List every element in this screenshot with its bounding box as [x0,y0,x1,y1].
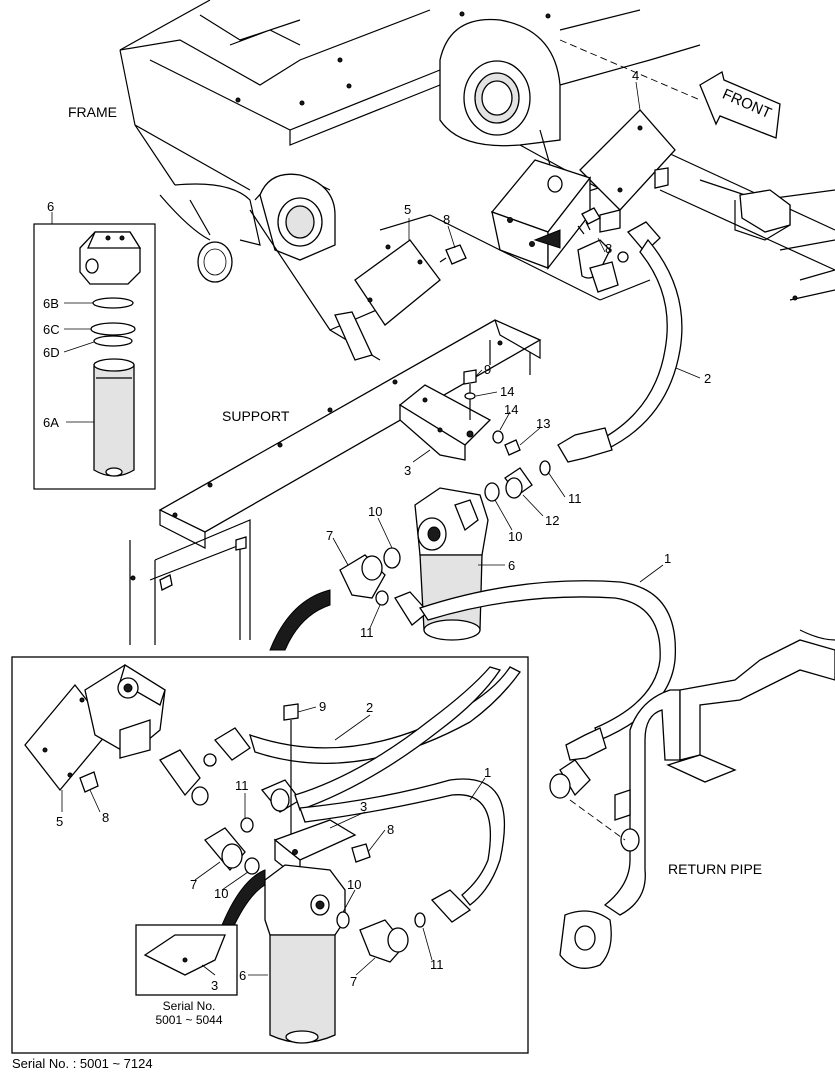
detail-callout-10-b: 10 [347,877,361,892]
detail-callout-8-b: 8 [387,822,394,837]
inset-serial-range: 5001 ~ 5044 [155,1013,222,1027]
detail-callout-8-a: 8 [102,810,109,825]
detail-callout-11-a: 11 [235,778,249,793]
detail-inset: Serial No. 5001 ~ 5044 2 1 9 11 3 8 5 8 … [11,656,529,1054]
o-ring-10-b [484,482,500,502]
callout-5: 5 [404,202,411,217]
footer-serial: Serial No. : 5001 ~ 7124 [12,1056,153,1071]
frame-label: FRAME [68,104,117,120]
callout-9: 9 [484,362,491,377]
return-pipe [549,629,835,969]
callout-6A: 6A [43,415,59,430]
callout-11-a: 11 [568,491,582,506]
hose-2-main [557,221,683,463]
bracket-4 [579,109,676,233]
callout-13: 13 [536,416,550,431]
detail-callout-5: 5 [56,814,63,829]
callout-10-b: 10 [508,529,522,544]
adaptor-12 [504,467,533,499]
return-pipe-label: RETURN PIPE [668,861,762,877]
inset-serial-label: Serial No. [163,999,216,1013]
valve-block [490,159,592,270]
bolt-9 [463,369,477,420]
washer-14 [464,392,476,400]
detail-callout-3-serial: 3 [211,978,218,993]
detail-callout-9: 9 [319,699,326,714]
callout-14-b: 14 [504,402,518,417]
callout-3: 3 [404,463,411,478]
o-ring-6D [93,335,133,347]
callout-1: 1 [664,551,671,566]
bracket-3 [398,384,492,461]
support-bracket [129,319,542,645]
elbow-fitting-top [577,239,629,293]
callout-6B: 6B [43,296,59,311]
o-ring-10-a [383,547,401,569]
callout-6: 6 [508,558,515,573]
detail-callout-3: 3 [360,799,367,814]
callout-12: 12 [545,513,559,528]
detail-callout-11-b: 11 [430,957,444,972]
callout-11-b: 11 [360,625,374,640]
washer-14-b [492,430,504,444]
o-ring-6B [92,297,134,309]
return-tube-shadow [269,589,331,651]
element-6-inset: 6 6B 6C 6D 6A [33,199,156,490]
detail-callout-6: 6 [239,968,246,983]
elbow-7 [339,554,389,606]
detail-callout-2: 2 [366,700,373,715]
main-callouts: 4 5 8 8 2 9 14 14 13 3 11 12 10 10 7 6 1… [326,68,711,640]
hose-1-main [394,580,677,761]
callout-2: 2 [704,371,711,386]
callout-4: 4 [632,68,639,83]
support-label: SUPPORT [222,408,290,424]
callout-14-a: 14 [500,384,514,399]
bolt-8-upper [577,207,601,235]
callout-6C: 6C [43,322,60,337]
o-ring-6C [90,322,136,336]
callout-6D: 6D [43,345,60,360]
detail-callout-7-a: 7 [190,877,197,892]
frame-structure [119,0,835,361]
detail-callout-1: 1 [484,765,491,780]
bracket-5 [334,239,441,361]
callout-8-right: 8 [605,241,612,256]
callout-8-left: 8 [443,212,450,227]
callout-6-inset: 6 [47,199,54,214]
o-ring-11-a [539,460,551,476]
callout-7: 7 [326,528,333,543]
bolt-8-left [439,244,467,265]
front-arrow: FRONT [699,70,781,139]
callout-10-a: 10 [368,504,382,519]
detail-callout-10-a: 10 [214,886,228,901]
bolt-13 [504,439,521,456]
detail-callout-7-b: 7 [350,974,357,989]
